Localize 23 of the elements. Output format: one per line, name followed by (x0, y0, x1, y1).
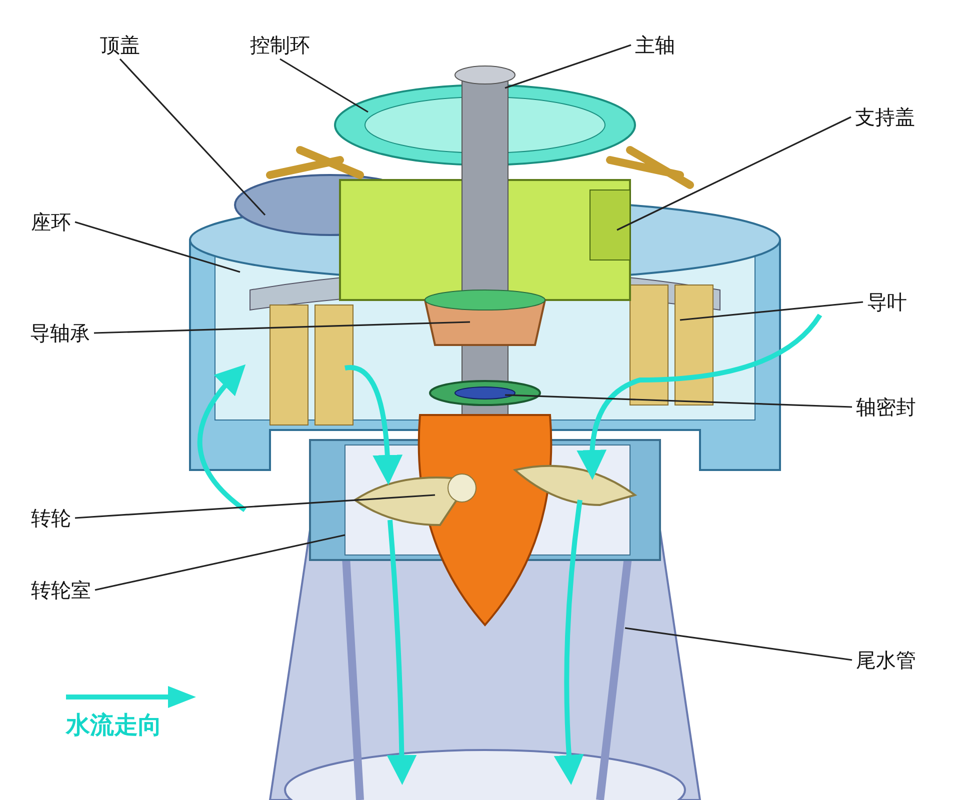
part-label: 轴密封 (856, 395, 916, 419)
leader-line (504, 44, 632, 89)
part-label: 支持盖 (855, 105, 915, 129)
leader-line (74, 221, 240, 273)
part-label: 座环 (31, 210, 71, 234)
legend-text: 水流走向 (66, 711, 162, 739)
leader-line (504, 394, 852, 408)
part-label: 转轮 (31, 506, 71, 530)
leader-line (624, 627, 852, 661)
part-label: 主轴 (635, 33, 675, 57)
part-label: 尾水管 (856, 648, 916, 672)
leader-line (680, 301, 864, 321)
leader-line (616, 116, 852, 231)
part-label: 导轴承 (30, 321, 90, 345)
leader-line (94, 534, 346, 591)
leader-line (119, 58, 266, 216)
leader-line (94, 321, 470, 334)
part-label: 导叶 (867, 290, 907, 314)
part-label: 顶盖 (100, 33, 140, 57)
leader-line (74, 494, 436, 519)
part-label: 控制环 (250, 33, 310, 57)
part-label: 转轮室 (31, 578, 91, 602)
leader-line (280, 58, 368, 113)
